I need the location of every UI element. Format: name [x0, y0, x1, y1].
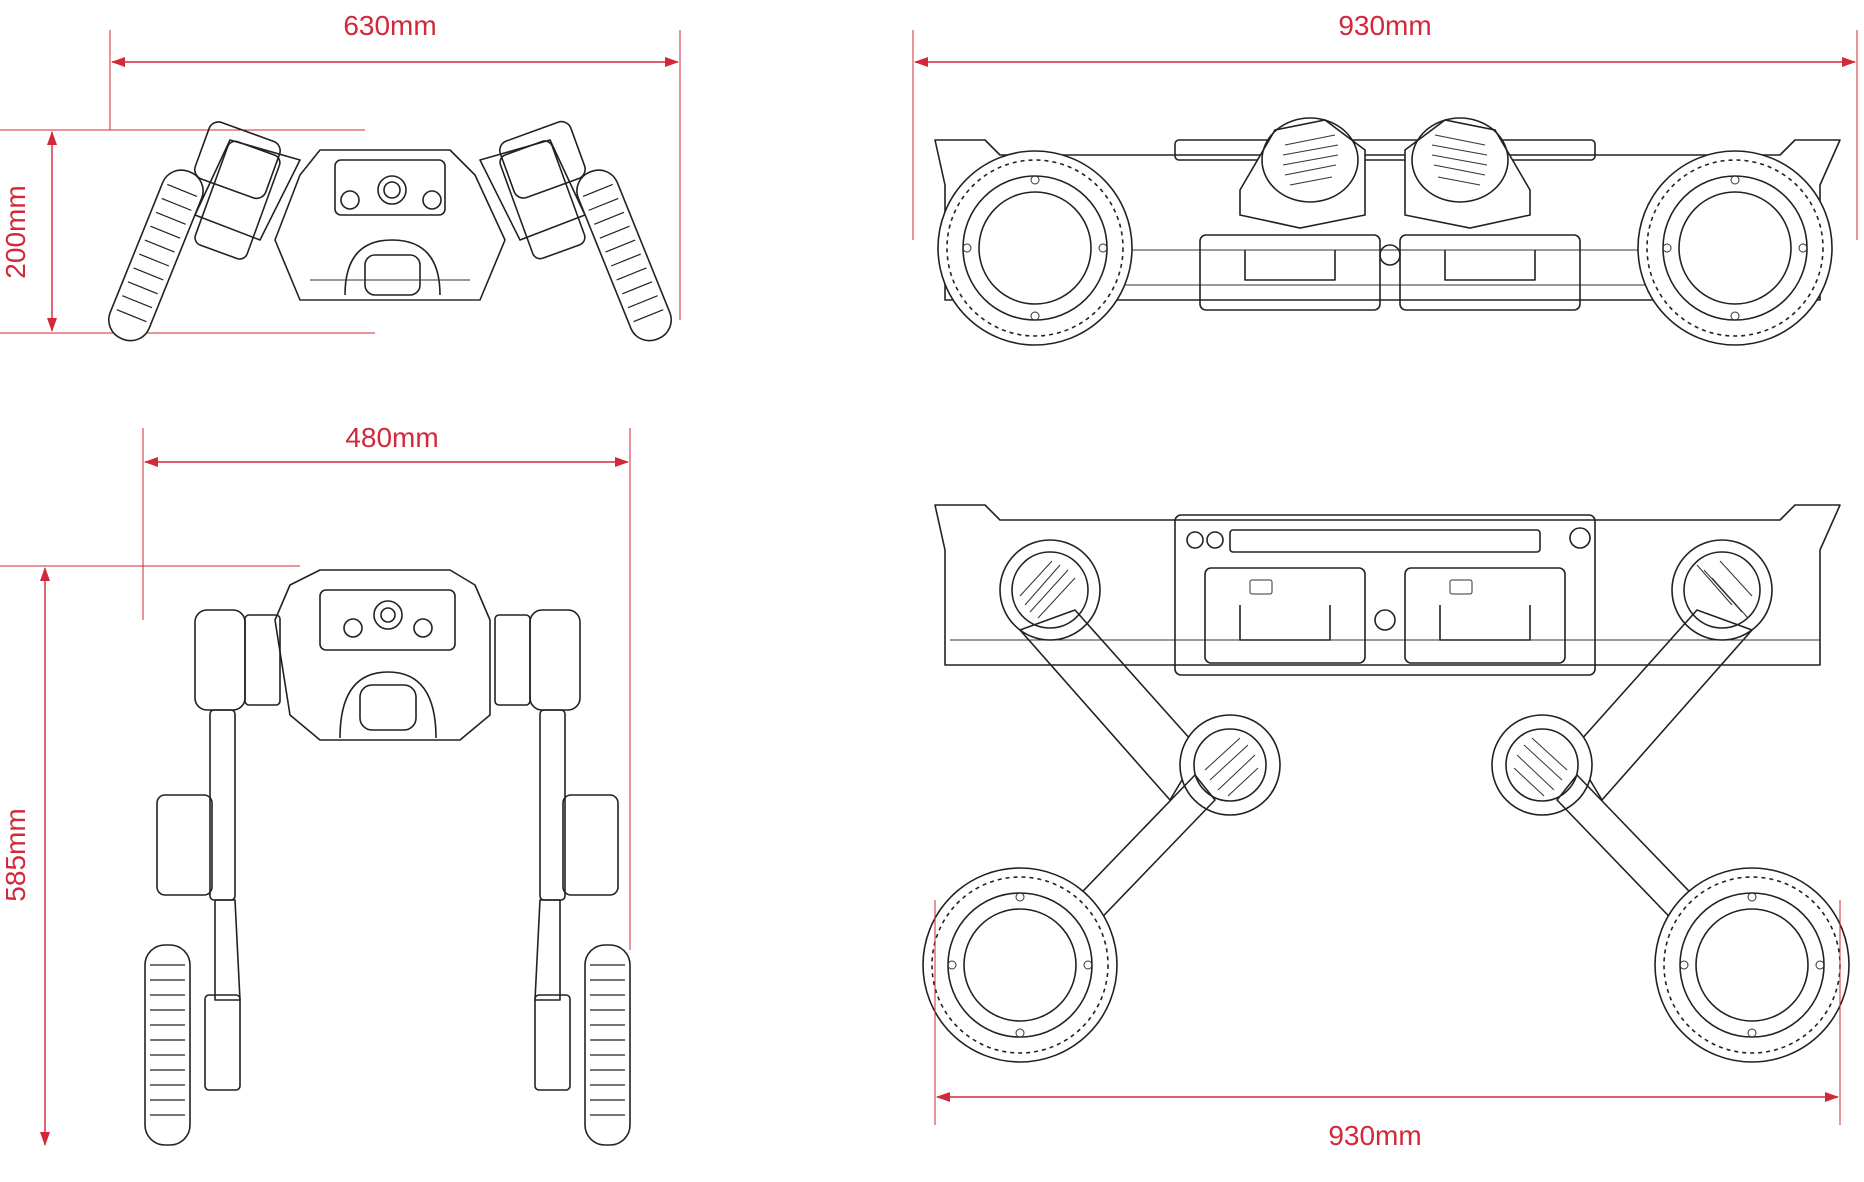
left-motor — [194, 140, 281, 260]
front-standing-view: 480mm 585mm — [0, 422, 631, 1146]
side-standing-view: 930mm — [922, 504, 1850, 1151]
front-wheel — [937, 150, 1133, 346]
camera-lens-inner — [383, 181, 401, 199]
left-knee-motor — [156, 794, 213, 896]
battery-pack — [1199, 234, 1381, 311]
camera-lens — [377, 175, 407, 205]
side-standing-length-label: 930mm — [1328, 1120, 1421, 1151]
front-folded-width-label: 630mm — [343, 10, 436, 41]
left-upper-leg — [209, 709, 236, 901]
hip-motor-left — [999, 539, 1101, 641]
battery-pack — [1404, 567, 1566, 664]
right-motor — [499, 140, 586, 260]
carry-handle — [344, 239, 441, 296]
right-shoulder — [529, 609, 581, 711]
front-standing-height-label: 585mm — [0, 808, 31, 901]
shoulder-motor-right — [1404, 117, 1531, 229]
right-wheel — [584, 944, 631, 1146]
battery-bay — [1174, 514, 1596, 676]
front-folded-height-label: 200mm — [0, 185, 31, 278]
left-wheel — [107, 169, 204, 342]
side-folded-length-label: 930mm — [1338, 10, 1431, 41]
left-wheel — [144, 944, 191, 1146]
front-wheel — [922, 867, 1118, 1063]
right-arm — [479, 139, 586, 241]
chassis — [934, 504, 1841, 666]
sensor-head — [334, 159, 446, 216]
rear-wheel — [1637, 150, 1833, 346]
sensor-head — [319, 589, 456, 651]
right-upper-leg — [539, 709, 566, 901]
knee-motor-right — [1491, 714, 1593, 816]
robot-body — [274, 569, 491, 741]
knee-motor-left — [1179, 714, 1281, 816]
right-lower-leg — [534, 899, 561, 1001]
shoulder-motor-left — [1239, 117, 1366, 229]
right-wheel — [576, 169, 673, 342]
hip-motor-right — [1671, 539, 1773, 641]
battery-pack — [1204, 567, 1366, 664]
robot-body — [274, 149, 506, 301]
front-folded-view: 630mm 200mm — [0, 10, 681, 342]
left-shoulder — [194, 609, 246, 711]
battery-pack — [1399, 234, 1581, 311]
left-arm — [194, 139, 301, 241]
side-folded-view: 930mm — [912, 10, 1858, 346]
left-lower-leg — [214, 899, 241, 1001]
right-knee-motor — [562, 794, 619, 896]
front-standing-width-label: 480mm — [345, 422, 438, 453]
carry-handle — [339, 671, 437, 739]
rear-wheel — [1654, 867, 1850, 1063]
